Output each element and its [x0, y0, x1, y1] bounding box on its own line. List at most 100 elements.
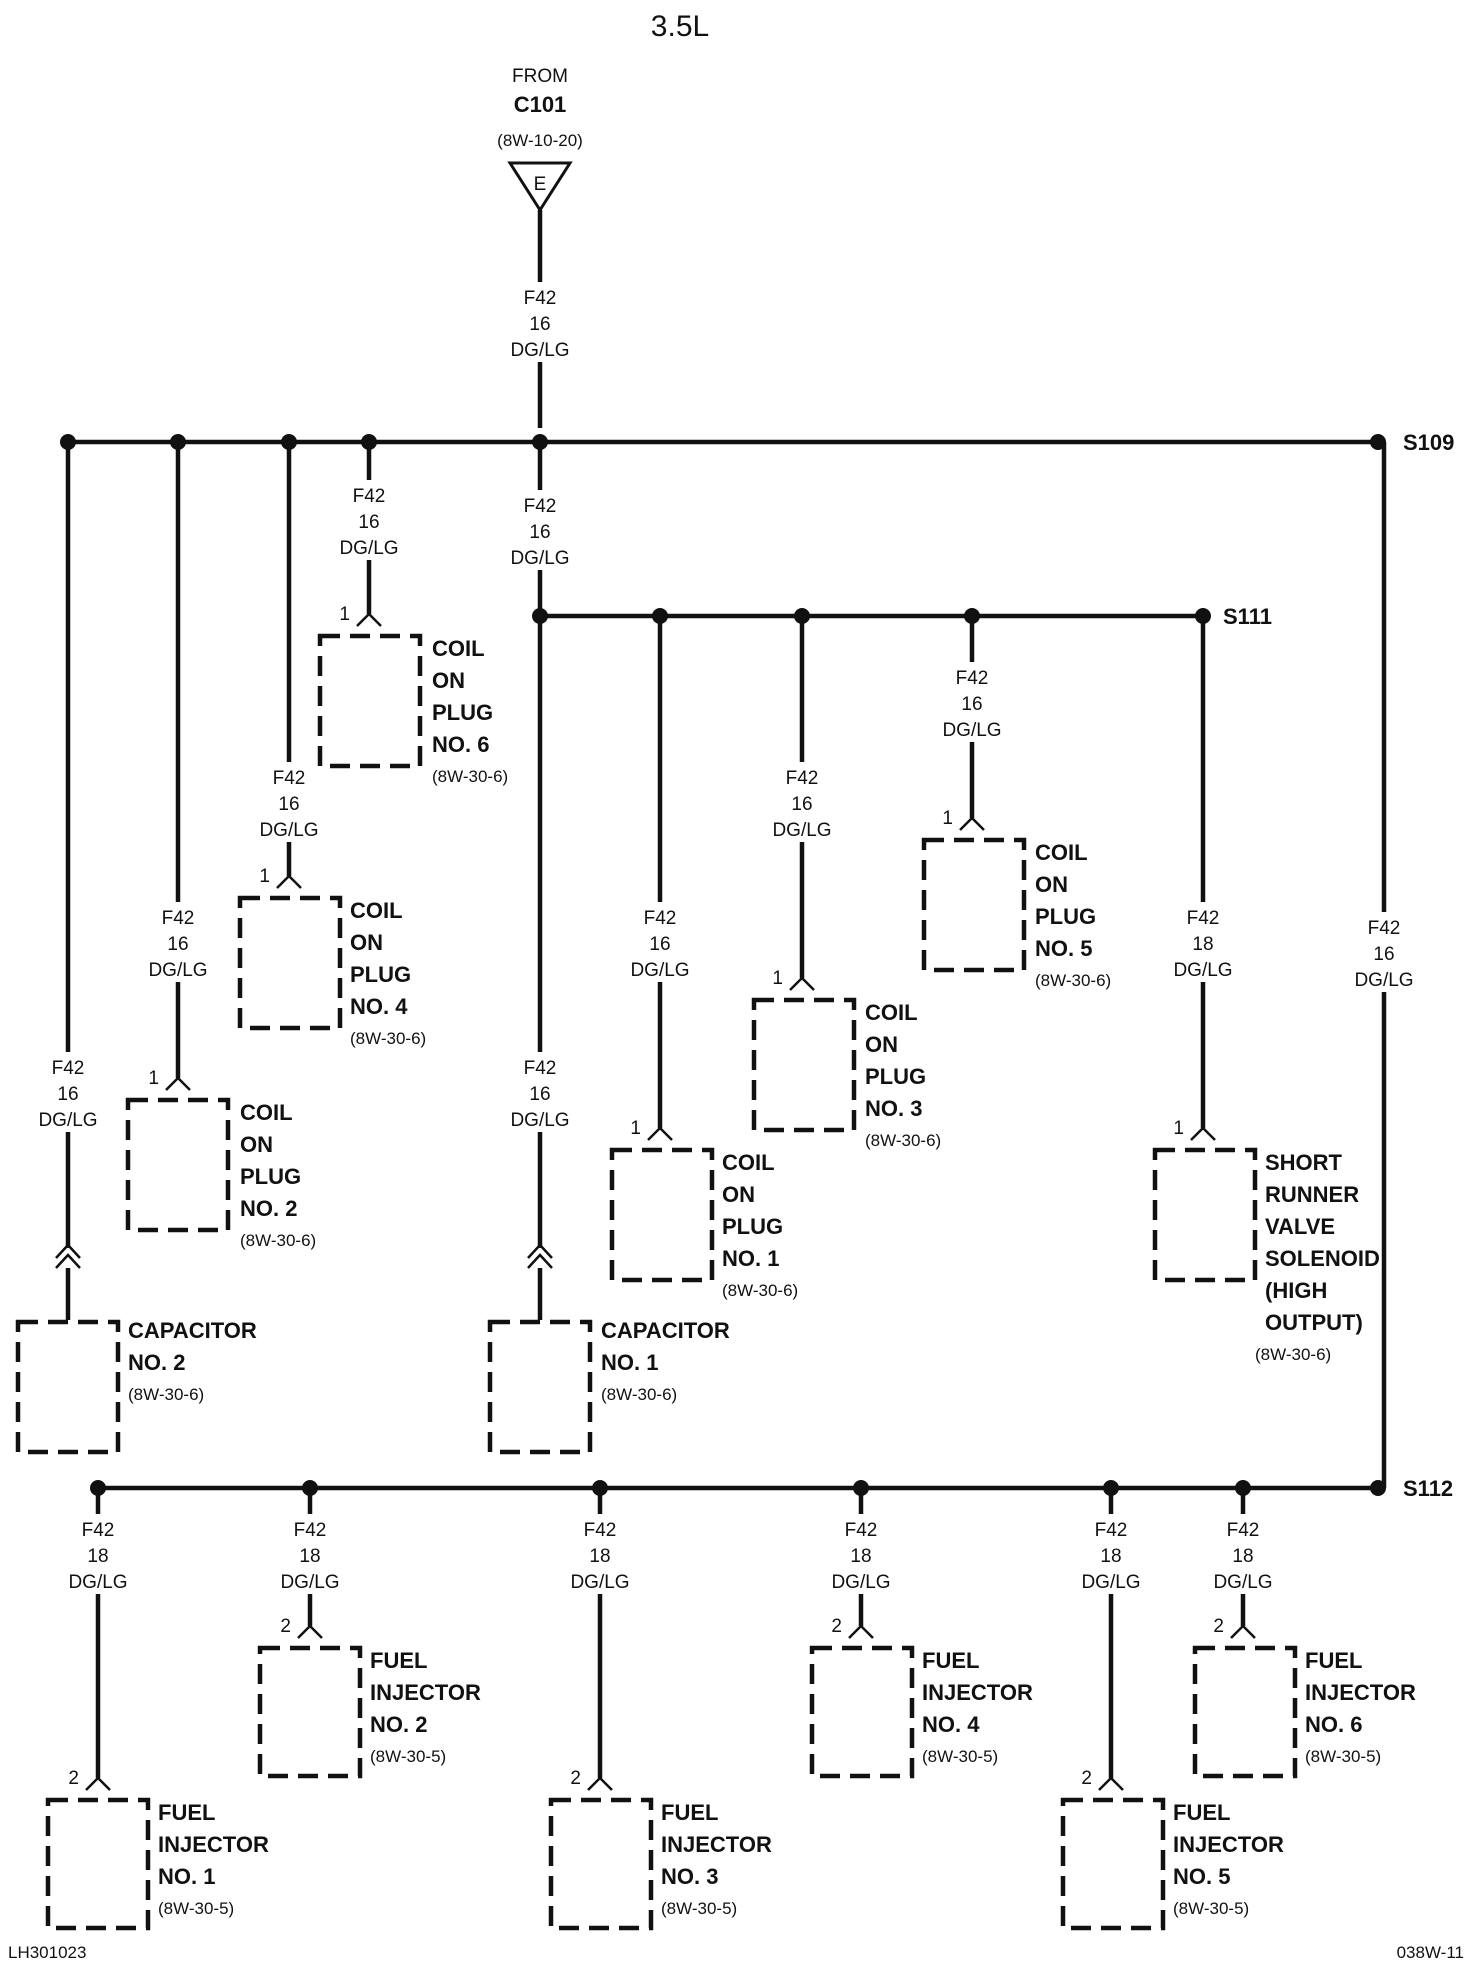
svg-text:ON: ON	[432, 668, 465, 693]
svg-text:PLUG: PLUG	[865, 1064, 926, 1089]
svg-text:18: 18	[1232, 1546, 1253, 1567]
capacitor-1-label: CAPACITOR NO. 1 (8W-30-6)	[601, 1318, 730, 1404]
svg-text:(8W-30-6): (8W-30-6)	[1255, 1345, 1331, 1364]
svg-text:16: 16	[529, 314, 550, 335]
label-masks	[43, 282, 1409, 1594]
svg-text:VALVE: VALVE	[1265, 1214, 1335, 1239]
junction-dot	[361, 434, 377, 450]
capacitor-2-box	[15, 1319, 121, 1455]
svg-text:(8W-30-6): (8W-30-6)	[865, 1131, 941, 1150]
svg-text:DG/LG: DG/LG	[1081, 1572, 1140, 1593]
fuel-injector-3-label: FUEL INJECTOR NO. 3 (8W-30-5)	[661, 1800, 772, 1918]
svg-text:OUTPUT): OUTPUT)	[1265, 1310, 1363, 1335]
junction-dots	[60, 434, 1386, 1496]
coil-on-plug-4-label: COIL ON PLUG NO. 4 (8W-30-6)	[350, 898, 426, 1048]
svg-text:18: 18	[87, 1546, 108, 1567]
svg-text:16: 16	[961, 694, 982, 715]
junction-dot	[1370, 1480, 1386, 1496]
svg-text:(8W-30-5): (8W-30-5)	[1305, 1747, 1381, 1766]
svg-text:F42: F42	[273, 768, 306, 789]
pin-number: 2	[570, 1768, 581, 1789]
svg-text:DG/LG: DG/LG	[772, 820, 831, 841]
svg-text:F42: F42	[353, 486, 386, 507]
splice-label-s109: S109	[1403, 430, 1454, 455]
junction-dot	[532, 434, 548, 450]
svg-text:NO. 3: NO. 3	[865, 1096, 922, 1121]
fuel-injector-1-box	[45, 1797, 151, 1931]
svg-text:16: 16	[529, 1084, 550, 1105]
svg-text:NO. 1: NO. 1	[601, 1350, 658, 1375]
svg-text:(8W-30-6): (8W-30-6)	[1035, 971, 1111, 990]
svg-text:F42: F42	[1368, 918, 1401, 939]
pin-connector	[959, 816, 985, 831]
diagram-title: 3.5L	[651, 10, 709, 43]
svg-text:NO. 6: NO. 6	[432, 732, 489, 757]
fuel-injector-2-box	[257, 1645, 363, 1779]
svg-text:18: 18	[299, 1546, 320, 1567]
svg-text:PLUG: PLUG	[1035, 904, 1096, 929]
junction-dot	[964, 608, 980, 624]
svg-text:16: 16	[791, 794, 812, 815]
pin-number: 1	[1173, 1118, 1184, 1139]
pin-number: 1	[148, 1068, 159, 1089]
fuel-injector-5-box	[1060, 1797, 1166, 1931]
svg-text:FUEL: FUEL	[661, 1800, 718, 1825]
svg-text:NO. 5: NO. 5	[1173, 1864, 1230, 1889]
svg-text:F42: F42	[1095, 1520, 1128, 1541]
svg-text:16: 16	[57, 1084, 78, 1105]
svg-text:(8W-30-6): (8W-30-6)	[601, 1385, 677, 1404]
svg-text:(8W-30-5): (8W-30-5)	[922, 1747, 998, 1766]
pin-numbers: 1 1 1 1 1 1 1 2 2 2 2 2 2	[68, 604, 1224, 1789]
source-ref: (8W-10-20)	[497, 131, 583, 150]
svg-text:FUEL: FUEL	[370, 1648, 427, 1673]
svg-text:(HIGH: (HIGH	[1265, 1278, 1327, 1303]
pin-connector	[356, 612, 382, 627]
pin-number: 1	[942, 808, 953, 829]
capacitor-2-label: CAPACITOR NO. 2 (8W-30-6)	[128, 1318, 257, 1404]
fuel-injector-4-label: FUEL INJECTOR NO. 4 (8W-30-5)	[922, 1648, 1033, 1766]
junction-dot	[281, 434, 297, 450]
svg-text:DG/LG: DG/LG	[1213, 1572, 1272, 1593]
svg-text:NO. 2: NO. 2	[370, 1712, 427, 1737]
svg-text:INJECTOR: INJECTOR	[1305, 1680, 1416, 1705]
svg-text:DG/LG: DG/LG	[570, 1572, 629, 1593]
svg-text:COIL: COIL	[722, 1150, 775, 1175]
junction-dot	[853, 1480, 869, 1496]
svg-text:DG/LG: DG/LG	[38, 1110, 97, 1131]
junction-dot	[1103, 1480, 1119, 1496]
svg-text:F42: F42	[524, 496, 557, 517]
component-boxes	[15, 633, 1298, 1931]
svg-text:16: 16	[278, 794, 299, 815]
inline-connector	[55, 1243, 81, 1259]
junction-dot	[1195, 608, 1211, 624]
svg-text:INJECTOR: INJECTOR	[1173, 1832, 1284, 1857]
svg-text:SOLENOID: SOLENOID	[1265, 1246, 1380, 1271]
source-from-label: FROM	[512, 66, 568, 87]
svg-text:NO. 6: NO. 6	[1305, 1712, 1362, 1737]
svg-text:18: 18	[1192, 934, 1213, 955]
pin-connector	[789, 976, 815, 991]
svg-text:DG/LG: DG/LG	[510, 548, 569, 569]
svg-text:F42: F42	[162, 908, 195, 929]
junction-dot	[1370, 434, 1386, 450]
svg-text:DG/LG: DG/LG	[339, 538, 398, 559]
pin-number: 2	[280, 1616, 291, 1637]
source-pin-label: E	[534, 174, 547, 195]
pin-connector	[276, 874, 302, 889]
pin-connector	[1230, 1624, 1256, 1639]
svg-text:DG/LG: DG/LG	[510, 1110, 569, 1131]
inline-connector	[55, 1253, 81, 1269]
coil-on-plug-4-box	[237, 895, 343, 1031]
svg-text:(8W-30-6): (8W-30-6)	[350, 1029, 426, 1048]
svg-text:ON: ON	[865, 1032, 898, 1057]
pin-connector	[848, 1624, 874, 1639]
source-connector-name: C101	[514, 92, 567, 117]
svg-text:FUEL: FUEL	[922, 1648, 979, 1673]
svg-text:ON: ON	[240, 1132, 273, 1157]
